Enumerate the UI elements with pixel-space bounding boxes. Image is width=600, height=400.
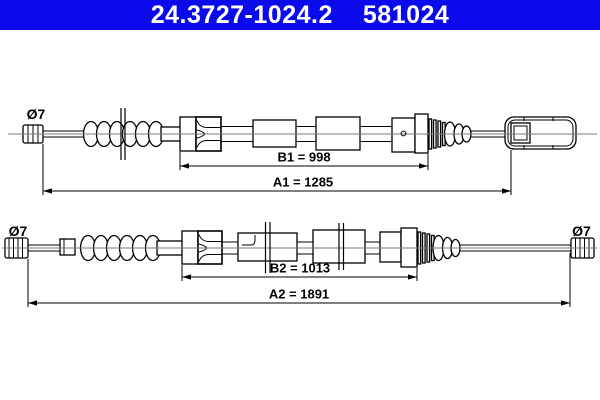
bottom-diameter-label-right: Ø7: [572, 223, 591, 239]
bottom-adjuster: [181, 230, 223, 265]
top-conduit-section-1: [252, 119, 297, 148]
title-bar: 24.3727-1024.2 581024: [0, 0, 600, 30]
bottom-cable-view: Ø7 Ø7 B2 = 1013 A2 = 1891: [2, 222, 597, 307]
catalog-number-label: 581024: [362, 0, 450, 29]
dim-a2-label: A2 = 1891: [269, 287, 329, 302]
bottom-break-marks: [264, 222, 345, 273]
top-break-marks: [120, 108, 126, 160]
dim-b2-label: B2 = 1013: [270, 261, 330, 276]
part-number-label: 24.3727-1024.2: [150, 0, 333, 29]
dim-b1-label: B1 = 998: [277, 150, 330, 165]
top-stop-blocks: [391, 113, 429, 154]
top-clevis-end-fitting: [504, 116, 577, 150]
dim-a1-label: A1 = 1285: [273, 175, 333, 190]
top-dimension-b1: B1 = 998: [179, 150, 429, 170]
top-dimension-a1: A1 = 1285: [42, 144, 512, 195]
bottom-conduit-section-1: [237, 232, 298, 262]
top-block-hole: [400, 130, 407, 137]
top-diameter-label: Ø7: [27, 106, 46, 122]
top-conduit-section-2: [315, 116, 361, 151]
top-cable-view: Ø7 B1 = 998 A1 = 1285: [8, 106, 597, 195]
bottom-diameter-label-left: Ø7: [9, 223, 28, 239]
bottom-ferrule: [59, 238, 76, 256]
bottom-stop-blocks: [379, 227, 418, 268]
top-cable-lines: [43, 126, 506, 142]
bottom-cable-lines: [28, 241, 571, 255]
bottom-dimension-a2: A2 = 1891: [27, 253, 571, 307]
bottom-dimension-b2: B2 = 1013: [181, 261, 418, 281]
